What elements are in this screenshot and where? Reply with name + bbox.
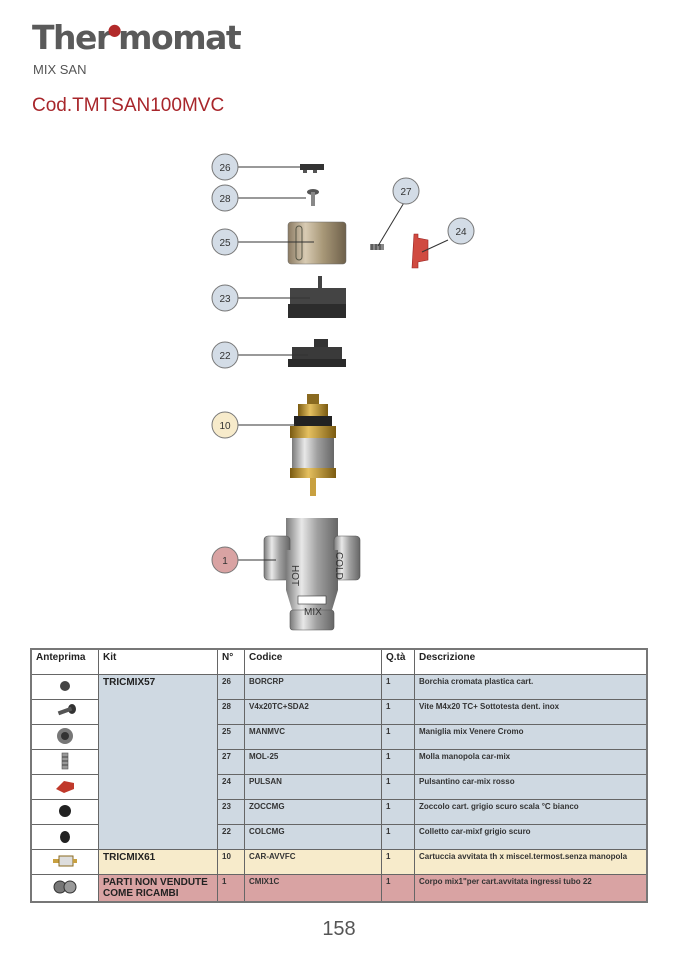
callout-22: 22 — [211, 341, 239, 369]
collar-icon — [30, 824, 99, 850]
svg-text:23: 23 — [219, 294, 231, 305]
header-number: N° — [217, 648, 245, 675]
cap-icon — [30, 674, 99, 700]
valve-body-icon — [30, 874, 99, 903]
exploded-diagram: HOT COLD MIX 26 28 25 27 24 23 22 10 1 — [211, 153, 475, 631]
mix-label: MIX — [304, 607, 322, 618]
svg-text:10: 10 — [219, 421, 231, 432]
part-1-valve-body: HOT COLD MIX — [263, 518, 361, 631]
table-row: 28 V4x20TC+SDA2 1 Vite M4x20 TC+ Sottote… — [30, 699, 648, 725]
svg-text:24: 24 — [455, 227, 467, 238]
callout-25: 25 — [211, 228, 239, 256]
parts-table: Anteprima Kit N° Codice Q.tà Descrizione… — [30, 648, 648, 903]
cartridge-icon — [30, 849, 99, 875]
part-26-cap — [300, 164, 324, 173]
svg-text:25: 25 — [219, 238, 231, 249]
brand-logo: Ther●momat — [32, 18, 242, 57]
knob-icon — [30, 724, 99, 750]
part-27-spring — [370, 244, 384, 250]
part-24-button — [411, 233, 429, 269]
svg-text:27: 27 — [400, 187, 412, 198]
table-row: 25 MANMVC 1 Maniglia mix Venere Cromo — [30, 724, 648, 750]
screw-icon — [30, 699, 99, 725]
kit-cell: PARTI NON VENDUTE COME RICAMBI — [98, 874, 218, 903]
svg-text:28: 28 — [219, 194, 231, 205]
drop-icon: ● — [107, 20, 122, 39]
part-10-cartridge — [290, 394, 336, 496]
callout-23: 23 — [211, 284, 239, 312]
header-preview: Anteprima — [30, 648, 99, 675]
part-28-screw — [307, 189, 319, 206]
product-code: Cod.TMTSAN100MVC — [32, 95, 225, 116]
page-number: 158 — [322, 918, 356, 940]
svg-text:22: 22 — [219, 351, 231, 362]
part-25-knob — [287, 221, 347, 265]
table-row: TRICMIX57 26 BORCRP 1 Borchia cromata pl… — [30, 674, 648, 850]
svg-text:1: 1 — [222, 556, 228, 567]
table-row: 24 PULSAN 1 Pulsantino car-mix rosso — [30, 774, 648, 800]
header-qty: Q.tà — [381, 648, 415, 675]
table-row: 27 MOL-25 1 Molla manopola car-mix — [30, 749, 648, 775]
kit-cell: TRICMIX61 — [98, 849, 218, 875]
part-22-collar — [288, 339, 346, 367]
table-row: TRICMIX61 10 CAR-AVVFC 1 Cartuccia avvit… — [30, 849, 648, 875]
hot-label: HOT — [289, 565, 300, 586]
cold-label: COLD — [333, 552, 344, 580]
spring-icon — [30, 749, 99, 775]
callout-28: 28 — [211, 184, 239, 212]
kit-cell: TRICMIX57 — [98, 674, 218, 850]
callout-24: 24 — [447, 217, 475, 245]
base-icon — [30, 799, 99, 825]
header-kit: Kit — [98, 648, 218, 675]
callout-1: 1 — [211, 546, 239, 574]
callout-10: 10 — [211, 411, 239, 439]
product-line: MIX SAN — [33, 62, 87, 77]
header-description: Descrizione — [414, 648, 648, 675]
table-header: Anteprima Kit N° Codice Q.tà Descrizione — [30, 648, 648, 675]
button-icon — [30, 774, 99, 800]
table-row: 22 COLCMG 1 Colletto car-mixf grigio scu… — [30, 824, 648, 850]
table-row: PARTI NON VENDUTE COME RICAMBI 1 CMIX1C … — [30, 874, 648, 903]
svg-text:26: 26 — [219, 163, 231, 174]
header-code: Codice — [244, 648, 382, 675]
part-23-base — [288, 276, 346, 318]
callout-26: 26 — [211, 153, 239, 181]
callout-27: 27 — [392, 177, 420, 205]
